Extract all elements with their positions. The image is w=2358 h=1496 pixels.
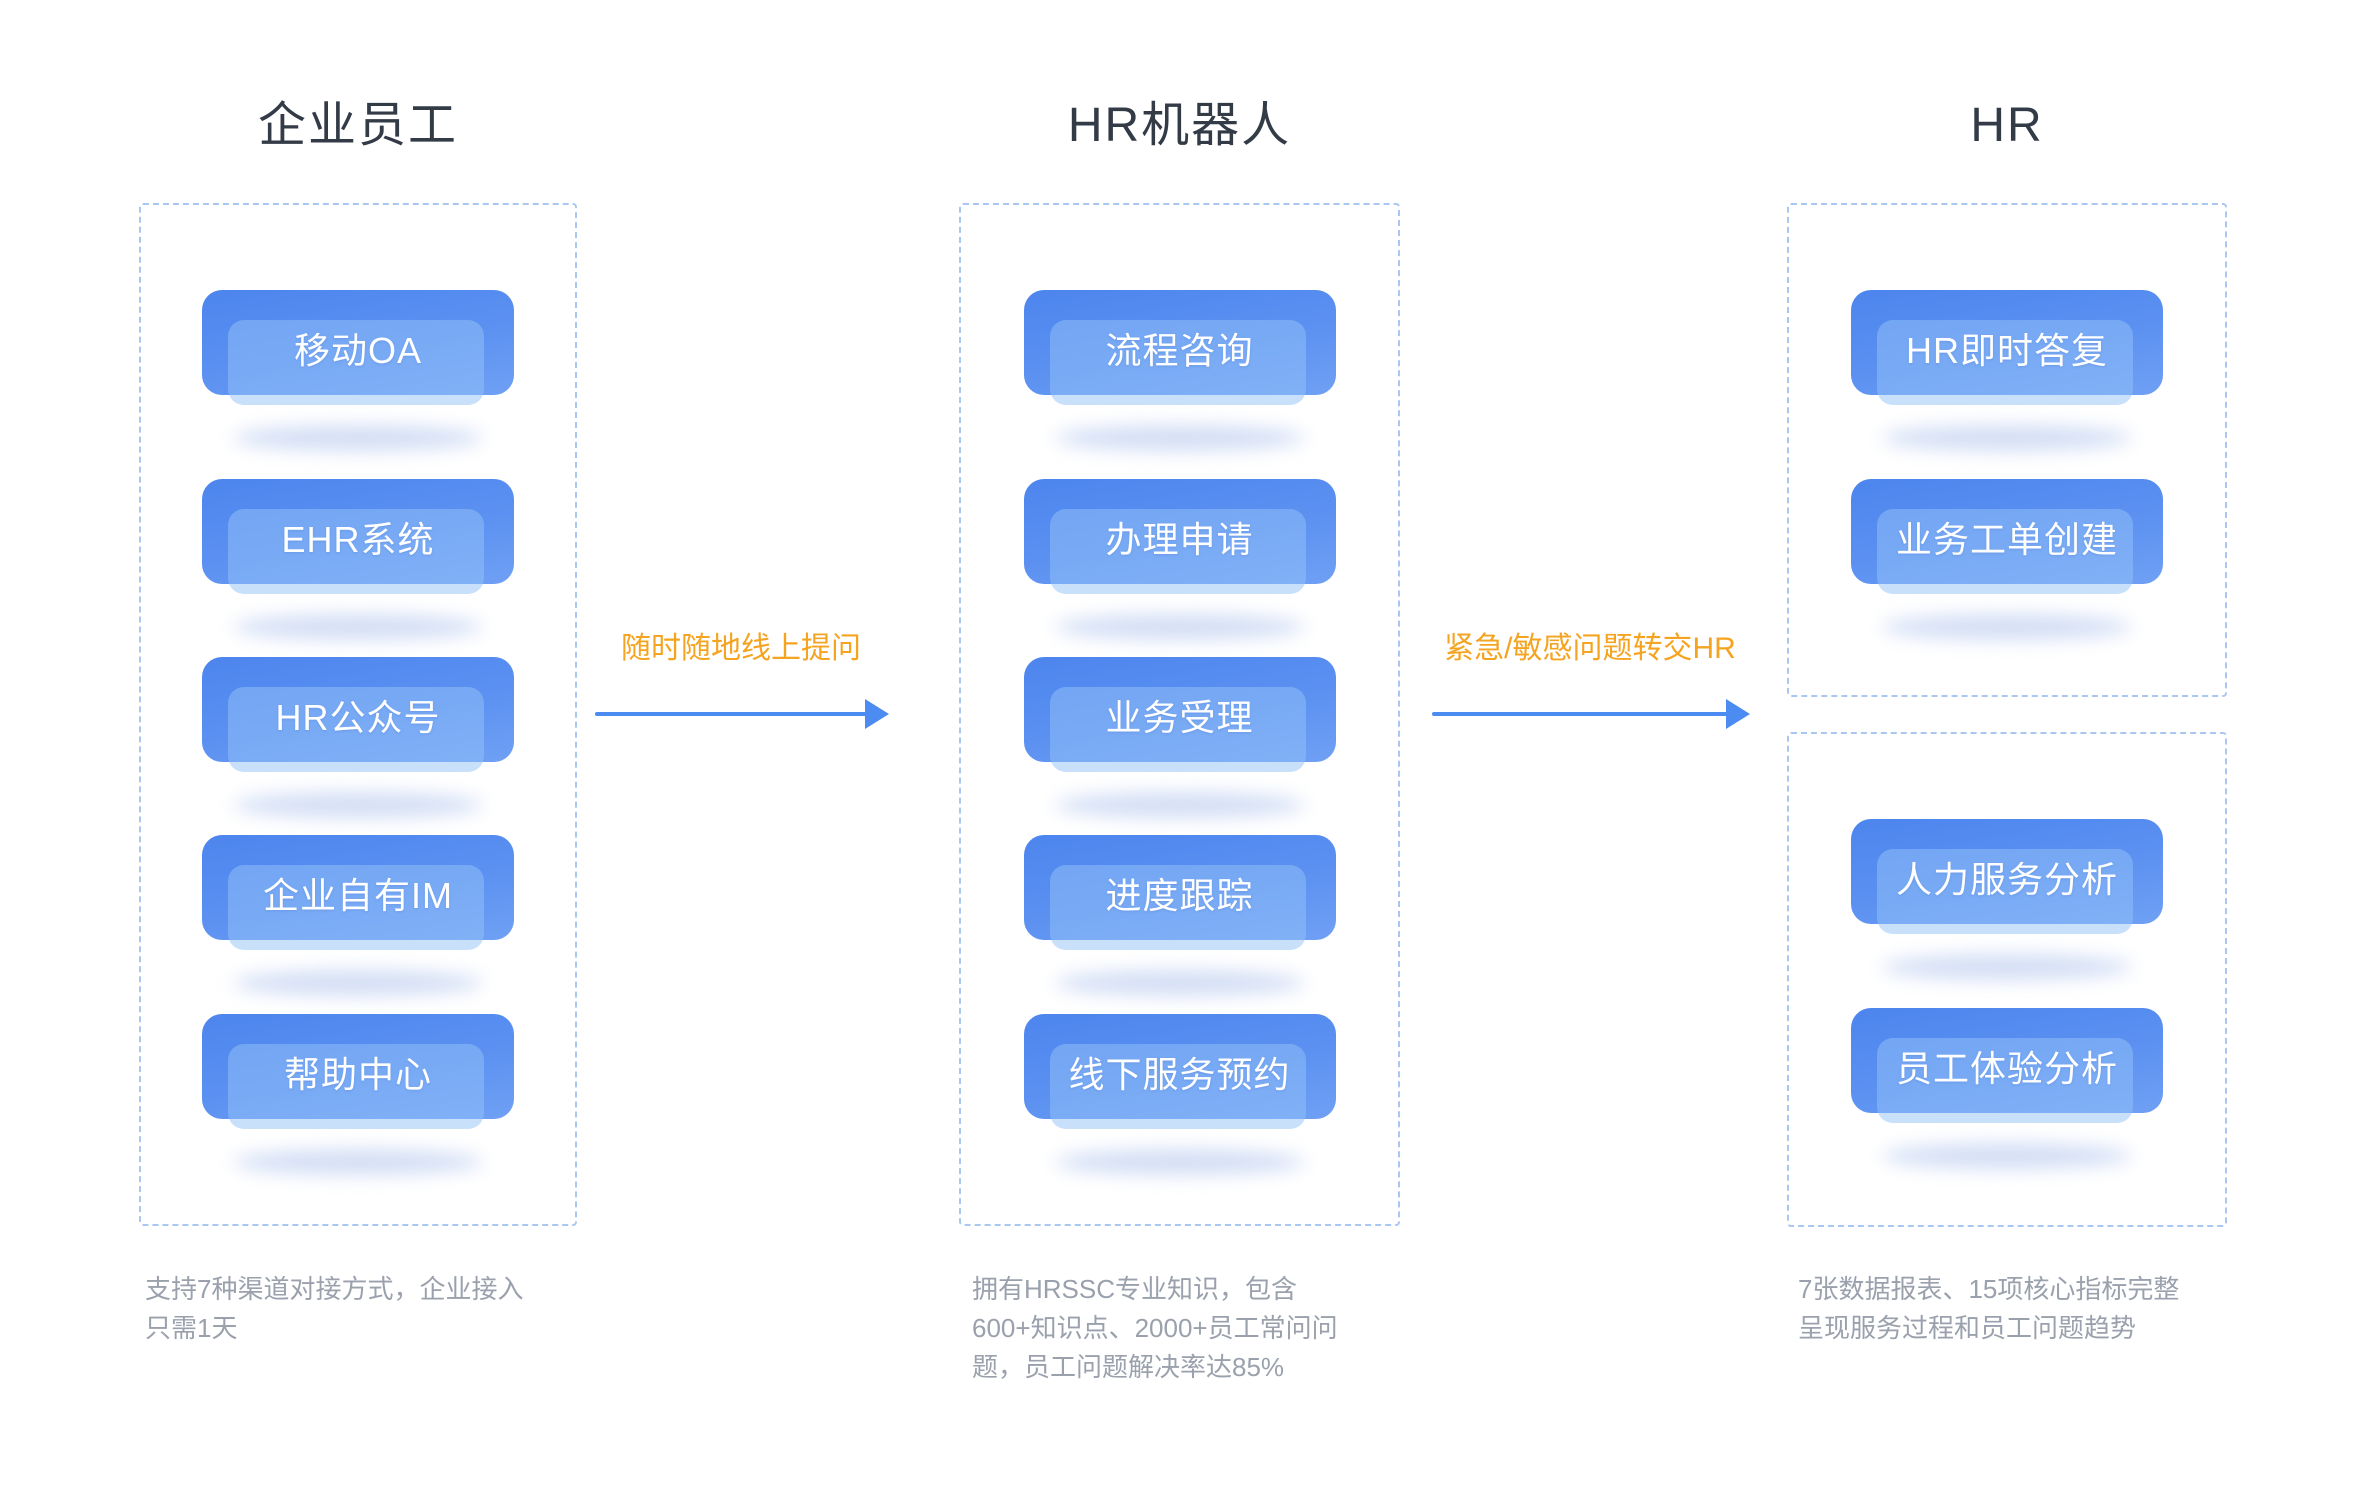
node-reflection — [1054, 425, 1305, 451]
column-title-hr: HR — [1970, 99, 2044, 152]
node-card: 进度跟踪 — [1023, 835, 1336, 950]
node-reflection — [1882, 425, 2132, 451]
node-card: 人力服务分析 — [1851, 819, 2163, 934]
node-label: 人力服务分析 — [1895, 858, 2118, 900]
node-progress-tracking: 进度跟踪 — [1023, 835, 1336, 996]
node-reflection — [1054, 792, 1305, 818]
node-label: 进度跟踪 — [1105, 874, 1254, 916]
employee-channels-box: 移动OA EHR系统 HR公众号 企业自有IM — [139, 203, 577, 1226]
node-label: 流程咨询 — [1105, 329, 1254, 371]
node-hr-service-analytics: 人力服务分析 — [1851, 819, 2163, 980]
node-card: 移动OA — [202, 290, 514, 405]
arrow-head-icon — [1726, 699, 1750, 729]
node-label: 办理申请 — [1105, 518, 1254, 560]
employee-channels-caption: 支持7种渠道对接方式，企业接入 只需1天 — [145, 1274, 524, 1343]
node-card: 业务受理 — [1023, 657, 1336, 772]
node-overlay — [1877, 849, 2133, 934]
node-reflection — [1054, 614, 1305, 640]
arrow-line — [595, 699, 889, 729]
node-card: EHR系统 — [202, 479, 514, 594]
node-card: 线下服务预约 — [1023, 1014, 1336, 1129]
node-reflection — [233, 425, 483, 451]
node-card: 流程咨询 — [1023, 290, 1336, 405]
node-reflection — [1054, 1149, 1305, 1175]
arrow-bot-to-hr: 紧急/敏感问题转交HR — [1432, 630, 1750, 729]
node-overlay — [1049, 1044, 1306, 1129]
node-ehr-system: EHR系统 — [202, 479, 514, 640]
node-label: 线下服务预约 — [1068, 1053, 1291, 1095]
node-label: 业务受理 — [1105, 696, 1254, 738]
node-card: 办理申请 — [1023, 479, 1336, 594]
node-card: 帮助中心 — [202, 1014, 514, 1129]
node-card: 业务工单创建 — [1851, 479, 2163, 594]
node-label: 员工体验分析 — [1895, 1047, 2118, 1089]
hr-bot-caption: 拥有HRSSC专业知识，包含 600+知识点、2000+员工常问问 题，员工问题… — [972, 1274, 1338, 1382]
arrow-label: 随时随地线上提问 — [621, 632, 861, 665]
node-label: HR即时答复 — [1906, 329, 2108, 371]
node-process-consult: 流程咨询 — [1023, 290, 1336, 451]
node-card: HR即时答复 — [1851, 290, 2163, 405]
arrow-employees-to-bot: 随时随地线上提问 — [595, 630, 889, 729]
node-hr-official-account: HR公众号 — [202, 657, 514, 818]
node-reflection — [1882, 954, 2132, 980]
node-overlay — [228, 687, 484, 772]
node-overlay — [228, 1044, 484, 1129]
node-overlay — [1049, 320, 1306, 405]
node-overlay — [1049, 509, 1306, 594]
node-business-acceptance: 业务受理 — [1023, 657, 1336, 818]
node-reflection — [1882, 1143, 2132, 1169]
node-label: 业务工单创建 — [1895, 518, 2118, 560]
node-reflection — [233, 970, 483, 996]
node-ticket-creation: 业务工单创建 — [1851, 479, 2163, 640]
hr-analytics-caption: 7张数据报表、15项核心指标完整 呈现服务过程和员工问题趋势 — [1798, 1274, 2180, 1343]
node-reflection — [1882, 614, 2132, 640]
node-offline-service-booking: 线下服务预约 — [1023, 1014, 1336, 1175]
node-label: 企业自有IM — [263, 874, 453, 916]
node-card: HR公众号 — [202, 657, 514, 772]
node-help-center: 帮助中心 — [202, 1014, 514, 1175]
node-hr-instant-reply: HR即时答复 — [1851, 290, 2163, 451]
node-reflection — [233, 792, 483, 818]
node-label: 帮助中心 — [283, 1053, 432, 1095]
node-reflection — [233, 614, 483, 640]
node-overlay — [228, 865, 484, 950]
node-mobile-oa: 移动OA — [202, 290, 514, 451]
arrow-label: 紧急/敏感问题转交HR — [1444, 632, 1736, 665]
node-label: EHR系统 — [281, 518, 435, 560]
hr-bot-box: 流程咨询 办理申请 业务受理 进度跟踪 — [959, 203, 1400, 1226]
node-card: 企业自有IM — [202, 835, 514, 950]
node-reflection — [233, 1149, 483, 1175]
node-apply-handling: 办理申请 — [1023, 479, 1336, 640]
node-overlay — [228, 509, 484, 594]
hr-response-box: HR即时答复 业务工单创建 — [1787, 203, 2227, 697]
node-overlay — [1049, 865, 1306, 950]
column-title-hr-bot: HR机器人 — [1067, 99, 1292, 152]
arrow-line — [1432, 699, 1750, 729]
node-card: 员工体验分析 — [1851, 1008, 2163, 1123]
hr-analytics-box: 人力服务分析 员工体验分析 — [1787, 732, 2227, 1227]
node-overlay — [1049, 687, 1306, 772]
node-employee-experience-analytics: 员工体验分析 — [1851, 1008, 2163, 1169]
node-enterprise-im: 企业自有IM — [202, 835, 514, 996]
node-overlay — [1877, 1038, 2133, 1123]
arrow-head-icon — [865, 699, 889, 729]
node-label: 移动OA — [293, 329, 422, 371]
node-overlay — [1877, 320, 2133, 405]
node-overlay — [1877, 509, 2133, 594]
node-reflection — [1054, 970, 1305, 996]
node-label: HR公众号 — [275, 696, 441, 738]
column-title-employees: 企业员工 — [257, 99, 458, 152]
node-overlay — [228, 320, 484, 405]
